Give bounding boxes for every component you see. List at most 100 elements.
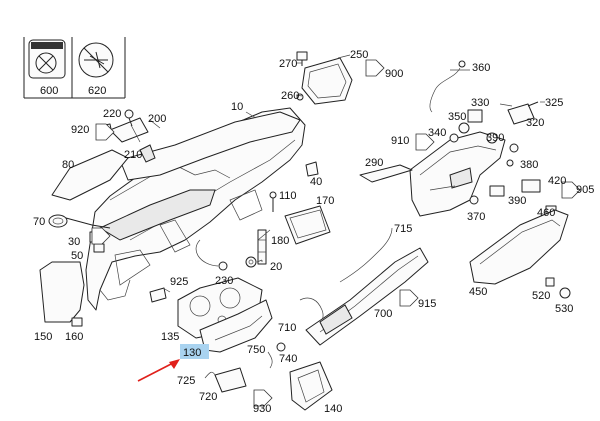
callout-905: 905: [576, 184, 594, 196]
part-520-latch: [545, 277, 555, 287]
arrow-tag-910: [415, 133, 435, 151]
callout-130: 130: [183, 347, 201, 359]
right-dash-section: [409, 131, 506, 217]
callout-725: 725: [177, 375, 195, 387]
no-plane-label-icon: [78, 42, 114, 78]
part-270-clip: [296, 51, 308, 66]
glovebox: [469, 209, 569, 285]
left-cover-panel: [51, 149, 129, 201]
part-360-wire: [429, 67, 461, 113]
part-180-bracket: [257, 229, 267, 265]
part-320-bracket: [507, 101, 539, 125]
callout-930: 930: [253, 403, 271, 415]
part-290-strip: [359, 164, 413, 183]
callout-230: 230: [215, 275, 233, 287]
callout-210: 210: [124, 149, 142, 161]
callout-20: 20: [270, 261, 282, 273]
callout-80: 80: [62, 159, 74, 171]
callout-labels: 270 250 900 260 360 330 325 350 320 340 …: [33, 49, 594, 415]
part-530-bumper: [559, 287, 571, 299]
callout-900: 900: [385, 68, 403, 80]
callout-915: 915: [418, 298, 436, 310]
callout-380: 380: [520, 159, 538, 171]
callout-350: 350: [448, 111, 466, 123]
callout-390: 390: [508, 195, 526, 207]
callout-370: 370: [467, 211, 485, 223]
callout-250: 250: [350, 49, 368, 61]
callout-160: 160: [65, 331, 83, 343]
callout-620: 620: [88, 85, 106, 97]
part-420-switch: [521, 179, 541, 193]
part-720-switch: [204, 367, 247, 393]
part-70-vent: [48, 214, 68, 228]
callout-330: 330: [471, 97, 489, 109]
no-airbag-label-icon: [28, 39, 66, 79]
callout-140: 140: [324, 403, 342, 415]
callout-340: 340: [428, 127, 446, 139]
arrow-tag-915: [399, 289, 419, 307]
part-340-sensor: [449, 133, 459, 143]
callout-110: 110: [279, 190, 297, 202]
callout-720: 720: [199, 391, 217, 403]
part-220-screw: [124, 109, 134, 127]
legend-box: 600 620: [23, 37, 126, 99]
callout-180: 180: [271, 235, 289, 247]
callout-390x: 390: [486, 132, 504, 144]
part-160-clip: [71, 317, 83, 327]
callout-30: 30: [68, 236, 80, 248]
callout-320: 320: [526, 117, 544, 129]
part-350-sensor: [458, 122, 470, 134]
callout-520: 520: [532, 290, 550, 302]
callout-290: 290: [365, 157, 383, 169]
arrow-tag-30: [91, 227, 111, 245]
callout-200: 200: [148, 113, 166, 125]
part-110-screw: [269, 191, 277, 212]
callout-40: 40: [310, 176, 322, 188]
highlight-130: [180, 344, 209, 359]
part-250-cover: [301, 57, 353, 105]
callout-450: 450: [469, 286, 487, 298]
callout-10: 10: [231, 101, 243, 113]
part-210-clip: [139, 144, 156, 163]
callout-360: 360: [472, 62, 490, 74]
callout-260: 260: [281, 90, 299, 102]
callout-170: 170: [316, 195, 334, 207]
arrow-tag-905: [561, 181, 581, 199]
left-side-panel: [39, 261, 85, 323]
callout-700: 700: [374, 308, 392, 320]
part-715-wire: [339, 227, 393, 283]
part-390-top: [486, 132, 498, 144]
callout-750: 750: [247, 344, 265, 356]
part-230-knob: [218, 261, 228, 271]
callout-420: 420: [548, 175, 566, 187]
callout-600: 600: [40, 85, 58, 97]
callout-220: 220: [103, 108, 121, 120]
callout-325: 325: [545, 97, 563, 109]
callout-925: 925: [170, 276, 188, 288]
callout-530: 530: [555, 303, 573, 315]
part-40-switch: [305, 161, 319, 177]
callout-920: 920: [71, 124, 89, 136]
part-740-connector: [267, 342, 286, 369]
part-330-sensor: [467, 109, 483, 123]
part-170-display: [284, 205, 331, 245]
callout-270: 270: [279, 58, 297, 70]
callout-910: 910: [391, 135, 409, 147]
part-380-cap: [509, 143, 519, 153]
part-140-bezel: [289, 361, 333, 411]
part-370-knob: [469, 195, 479, 205]
part-925-plug: [149, 287, 167, 303]
arrow-tag-900: [365, 59, 385, 77]
part-20-connector: [245, 256, 257, 268]
callout-740: 740: [279, 353, 297, 365]
centre-console-trim: [305, 247, 429, 346]
arrow-tag-930: [253, 389, 273, 407]
callout-70: 70: [33, 216, 45, 228]
callout-50: 50: [71, 250, 83, 262]
arrow-tag-920: [95, 123, 115, 141]
callout-710: 710: [278, 322, 296, 334]
callout-715: 715: [394, 223, 412, 235]
part-390-switch: [489, 185, 505, 197]
